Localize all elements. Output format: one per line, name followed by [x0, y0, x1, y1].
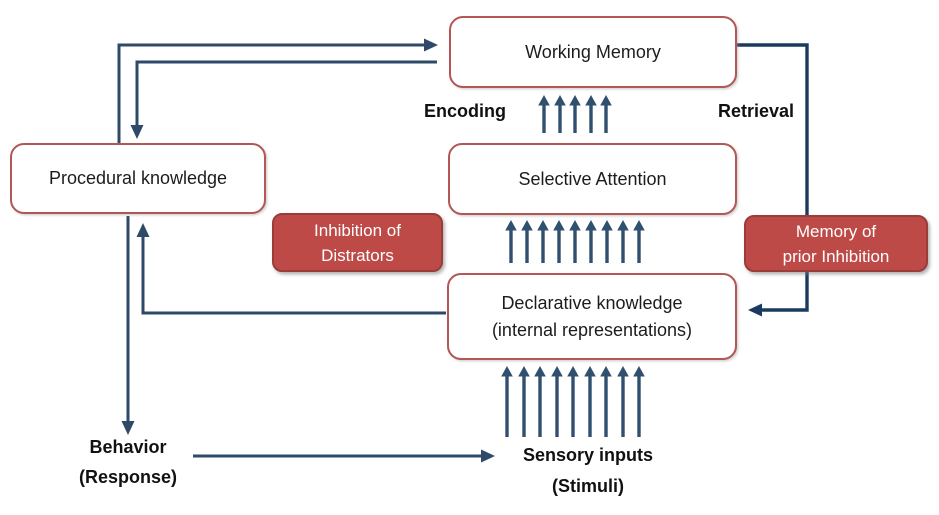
declarative-knowledge-box: Declarative knowledge (internal represen… — [447, 273, 737, 360]
selective-attention-box: Selective Attention — [448, 143, 737, 215]
behavior-response-label: Behavior (Response) — [43, 432, 213, 492]
declarative-knowledge-label-line2: (internal representations) — [491, 319, 693, 340]
behavior-label-line1: Behavior — [89, 437, 167, 457]
encoding-label: Encoding — [424, 101, 506, 121]
up-arrow-icon — [537, 220, 549, 263]
up-arrow-icon — [534, 366, 546, 437]
up-arrow-icon — [569, 220, 581, 263]
up-arrow-icon — [501, 366, 513, 437]
up-arrow-icon — [633, 220, 645, 263]
procedural-knowledge-box: Procedural knowledge — [10, 143, 266, 214]
memory-of-prior-inhibition-box: Memory of prior Inhibition — [744, 215, 928, 272]
sensory-label-line2: (Stimuli) — [552, 476, 624, 496]
up-arrow-icon — [583, 366, 596, 437]
connector-behavior-to-sensory — [193, 449, 495, 463]
sensory-label-line1: Sensory inputs — [522, 445, 654, 465]
up-arrow-icon — [550, 366, 563, 437]
up-arrow-icon — [521, 220, 533, 263]
inhibition-label-line2: Distrators — [321, 245, 394, 265]
up-arrow-icon — [601, 220, 613, 263]
procedural-knowledge-label: Procedural knowledge — [48, 168, 228, 188]
up-arrow-icon — [517, 366, 530, 437]
encoding-up-arrows-cluster — [538, 95, 612, 133]
retrieval-label: Retrieval — [717, 101, 795, 121]
up-arrow-icon — [553, 220, 565, 263]
connector-retrieval-wm-to-declarative — [737, 43, 809, 317]
attention-up-arrows-cluster — [505, 220, 645, 263]
up-arrow-icon — [505, 220, 517, 263]
up-arrow-icon — [584, 95, 597, 133]
up-arrow-icon — [538, 95, 550, 133]
up-arrow-icon — [633, 366, 645, 437]
up-arrow-icon — [600, 95, 612, 133]
up-arrow-icon — [617, 220, 629, 263]
sensory-inputs-label: Sensory inputs (Stimuli) — [498, 440, 678, 502]
up-arrow-icon — [569, 95, 581, 133]
selective-attention-label: Selective Attention — [518, 168, 667, 189]
memory-inhibition-label-line2: prior Inhibition — [782, 246, 890, 266]
memory-inhibition-label-line1: Memory of — [795, 221, 877, 241]
up-arrow-icon — [600, 366, 612, 437]
up-arrow-icon — [585, 220, 597, 263]
connector-procedural-to-working-memory — [117, 38, 438, 143]
connector-declarative-to-procedural — [136, 223, 446, 315]
declarative-knowledge-label-line1: Declarative knowledge — [501, 292, 683, 313]
inhibition-label-line1: Inhibition of — [314, 220, 401, 240]
up-arrow-icon — [616, 366, 629, 437]
working-memory-box: Working Memory — [449, 16, 737, 88]
inhibition-of-distrators-box: Inhibition of Distrators — [272, 213, 443, 272]
connector-working-memory-to-procedural — [130, 60, 437, 139]
up-arrow-icon — [553, 95, 566, 133]
connector-procedural-to-behavior — [121, 216, 135, 435]
sensory-up-arrows-cluster — [501, 366, 645, 437]
up-arrow-icon — [567, 366, 579, 437]
behavior-label-line2: (Response) — [78, 467, 177, 487]
working-memory-label: Working Memory — [525, 41, 661, 62]
